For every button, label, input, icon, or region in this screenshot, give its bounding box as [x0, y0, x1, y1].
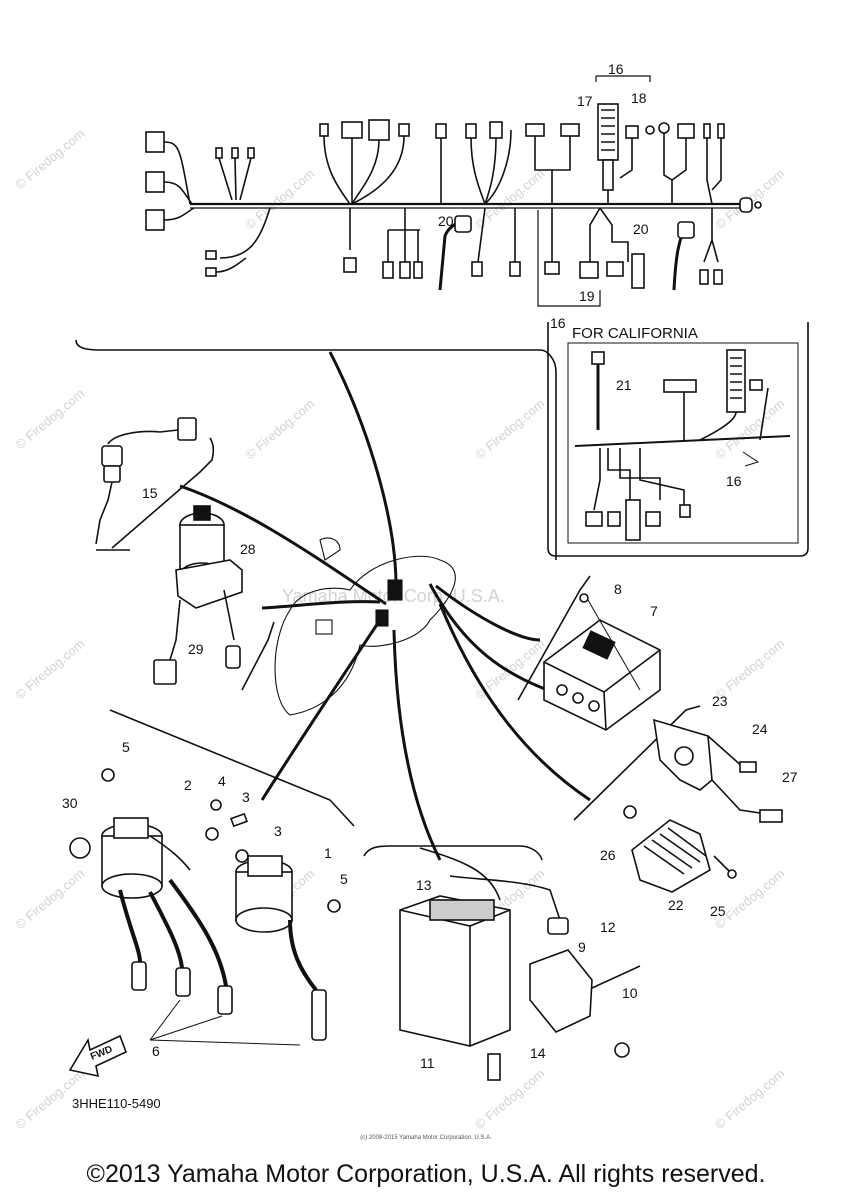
callout-3-bottom: 3 — [274, 823, 282, 839]
callout-16-california: 16 — [726, 473, 742, 489]
callout-4: 4 — [218, 773, 226, 789]
callout-18: 18 — [631, 90, 647, 106]
cdi-unit-7 — [543, 593, 661, 731]
callout-12: 12 — [600, 919, 616, 935]
callout-22: 22 — [668, 897, 684, 913]
callout-24: 24 — [752, 721, 768, 737]
svg-text:© Firedog.com: © Firedog.com — [12, 126, 87, 192]
svg-text:© Firedog.com: © Firedog.com — [12, 636, 87, 702]
callout-15: 15 — [142, 485, 158, 501]
callout-5-left: 5 — [122, 739, 130, 755]
callout-labels: 16 17 18 20 20 19 16 21 16 15 28 29 8 7 … — [62, 61, 798, 1071]
callout-30: 30 — [62, 795, 78, 811]
svg-text:© Firedog.com: © Firedog.com — [712, 396, 787, 462]
callout-7: 7 — [650, 603, 658, 619]
callout-6: 6 — [152, 1043, 160, 1059]
callout-29: 29 — [188, 641, 204, 657]
connection-lines — [179, 351, 591, 861]
callout-20-right: 20 — [633, 221, 649, 237]
main-switch-15 — [95, 417, 197, 545]
svg-text:© Firedog.com: © Firedog.com — [472, 396, 547, 462]
callout-28: 28 — [240, 541, 256, 557]
callout-9: 9 — [578, 939, 586, 955]
svg-text:© Firedog.com: © Firedog.com — [712, 866, 787, 932]
callout-8: 8 — [614, 581, 622, 597]
svg-text:© Firedog.com: © Firedog.com — [472, 1066, 547, 1132]
callout-1: 1 — [324, 845, 332, 861]
california-title: FOR CALIFORNIA — [572, 325, 698, 342]
callout-10: 10 — [622, 985, 638, 1001]
group-brackets — [75, 339, 701, 861]
svg-text:© Firedog.com: © Firedog.com — [712, 1066, 787, 1132]
callout-20-left: 20 — [438, 213, 454, 229]
callout-19: 19 — [579, 288, 595, 304]
fwd-arrow: FWD — [68, 1034, 128, 1078]
callout-21: 21 — [616, 377, 632, 393]
callout-13: 13 — [416, 877, 432, 893]
callout-3-top: 3 — [242, 789, 250, 805]
tiny-credit: (c) 2008-2015 Yamaha Motor Corporation, … — [360, 1135, 492, 1141]
callout-16-top: 16 — [608, 61, 624, 77]
callout-2: 2 — [184, 777, 192, 793]
callout-27: 27 — [782, 769, 798, 785]
copyright-notice: ©2013 Yamaha Motor Corporation, U.S.A. A… — [86, 1160, 766, 1188]
main-wire-harness — [145, 75, 762, 307]
callout-11: 11 — [420, 1055, 435, 1071]
callout-14: 14 — [530, 1045, 546, 1061]
callout-26: 26 — [600, 847, 616, 863]
rectifier-regulator-22 — [623, 718, 783, 893]
battery-11 — [399, 847, 641, 1081]
frame-outline — [274, 537, 456, 716]
svg-text:© Firedog.com: © Firedog.com — [242, 166, 317, 232]
callout-25: 25 — [710, 903, 726, 919]
callout-5-right: 5 — [340, 871, 348, 887]
svg-text:© Firedog.com: © Firedog.com — [12, 386, 87, 452]
callout-16-bottom: 16 — [550, 315, 566, 331]
svg-text:© Firedog.com: © Firedog.com — [12, 866, 87, 932]
diagram-part-code: 3HHE110-5490 — [72, 1096, 161, 1111]
callout-17: 17 — [577, 93, 593, 109]
ignition-switch-28 — [153, 505, 243, 685]
svg-text:© Firedog.com: © Firedog.com — [242, 396, 317, 462]
california-inset — [547, 322, 809, 557]
ignition-coils-1-2 — [69, 768, 341, 1046]
callout-23: 23 — [712, 693, 728, 709]
